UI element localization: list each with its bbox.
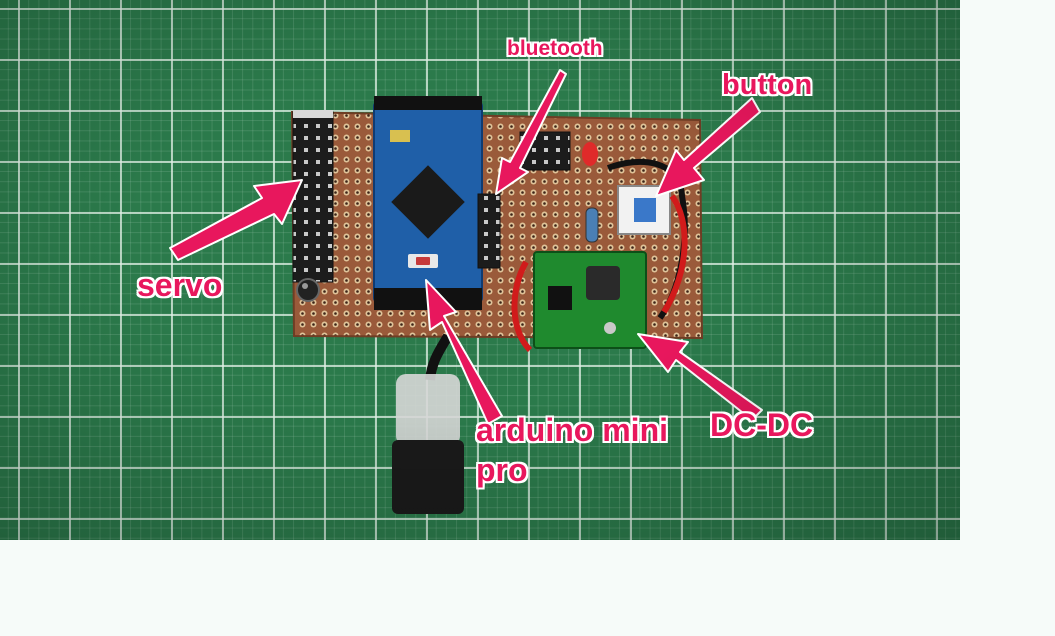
arrow-servo [169, 179, 303, 261]
label-arduino-line2: pro [476, 452, 528, 488]
power-plug [392, 333, 464, 514]
capacitor [296, 278, 320, 302]
label-servo: servo [137, 267, 223, 303]
circuit-scene [169, 69, 763, 514]
label-arduino-line1: arduino mini [476, 412, 668, 448]
servo-header [292, 110, 334, 283]
arrow-arduino [425, 279, 503, 425]
label-bluetooth: bluetooth [507, 37, 603, 60]
label-arduino-mini-pro: arduino mini pro [476, 410, 668, 490]
arrow-bluetooth [495, 69, 567, 195]
led-resistor [582, 142, 599, 243]
label-dc-dc: DC-DC [710, 407, 814, 443]
arrow-dcdc [637, 333, 763, 421]
arrow-button [655, 97, 761, 197]
label-button: button [722, 69, 813, 101]
dc-dc-module [511, 251, 647, 353]
circuit-photo: bluetooth button servo arduino mini pro … [0, 0, 960, 540]
arduino-pro-mini [373, 96, 483, 310]
